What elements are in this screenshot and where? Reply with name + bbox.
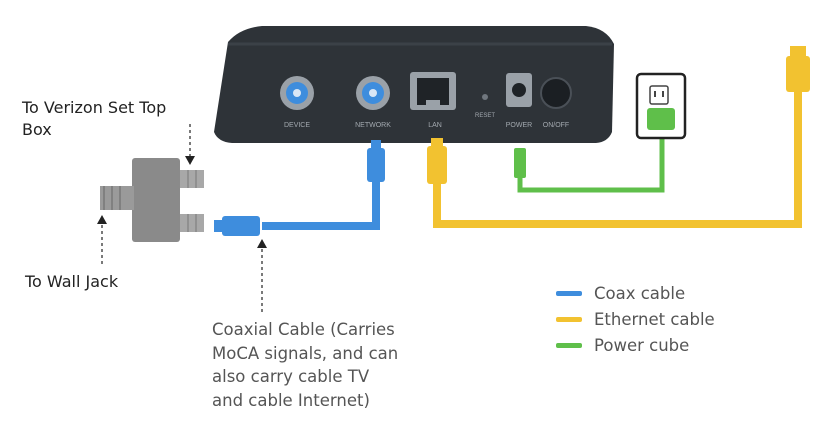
ethernet-cable — [427, 46, 810, 228]
caption-line: Coaxial Cable (Carries — [212, 320, 395, 339]
device-port — [280, 76, 314, 110]
callout-arrow-set-top — [185, 124, 195, 165]
callout-arrow-coax — [257, 239, 267, 312]
power-cable — [514, 132, 665, 193]
port-label: RESET — [475, 113, 495, 119]
coax-splitter — [100, 158, 204, 242]
port-label: POWER — [506, 122, 532, 129]
caption-line: MoCA signals, and can — [212, 343, 399, 363]
caption-line: also carry cable TV — [212, 367, 370, 386]
legend-label: Ethernet cable — [594, 309, 715, 329]
legend-swatch — [556, 342, 582, 348]
caption-line: and cable Internet) — [212, 390, 370, 410]
coax-caption: Coaxial Cable (Carries MoCA signals, and… — [212, 318, 398, 412]
device-port — [356, 76, 390, 110]
device-port — [506, 73, 532, 107]
port-label: DEVICE — [284, 122, 310, 129]
port-label: NETWORK — [355, 122, 391, 129]
device-port — [482, 94, 488, 100]
port-label: LAN — [428, 122, 442, 129]
legend-swatch — [556, 290, 582, 296]
legend-item: Ethernet cable — [556, 306, 715, 332]
legend-label: Coax cable — [594, 283, 686, 303]
callout-line: Box — [22, 120, 52, 139]
callout-line: To Verizon Set Top — [22, 98, 167, 117]
legend-item: Coax cable — [556, 280, 715, 306]
wall-jack-callout: To Wall Jack — [25, 272, 119, 291]
device-port — [410, 72, 456, 110]
wall-outlet — [635, 72, 687, 140]
coax-cable — [214, 140, 385, 236]
set-top-box-callout: To Verizon Set Top Box — [22, 97, 166, 141]
legend-item: Power cube — [556, 332, 715, 358]
callout-arrow-wall-jack — [97, 215, 107, 264]
legend-swatch — [556, 316, 582, 322]
legend: Coax cable Ethernet cable Power cube — [556, 280, 715, 358]
port-label: ON/OFF — [543, 122, 569, 129]
device-port — [540, 77, 572, 109]
legend-label: Power cube — [594, 335, 690, 355]
